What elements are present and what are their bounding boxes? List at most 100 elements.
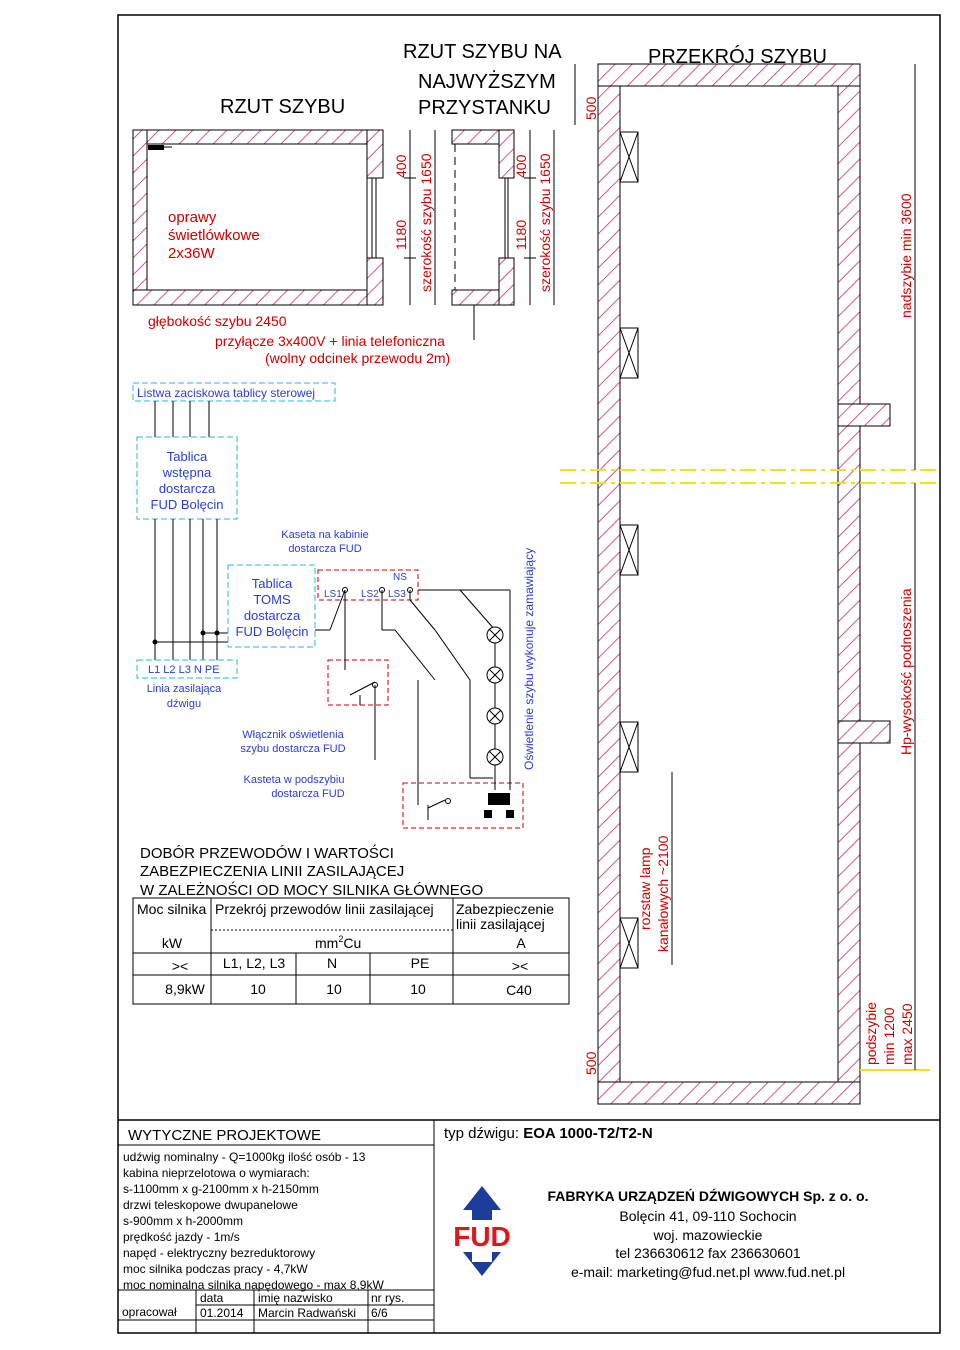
val-pe: 10 [410,981,426,997]
pit-box [402,782,524,829]
h-nr: nr rys. [371,1291,404,1305]
tablica-wstepna-4: FUD Bolęcin [151,497,224,512]
dim-rozstaw-2: kanałowych ~2100 [655,835,671,952]
plan-view-shaft: RZUT SZYBU oprawy świetlówkowe 2x36W głę… [132,96,450,366]
lamp-label-3: 2x36W [168,245,216,262]
wytyczne-line-2: s-1100mm x g-2100mm x h-2150mm [123,1182,319,1196]
v-imie: Marcin Radwański [258,1306,356,1320]
cable-table: DOBÓR PRZEWODÓW I WARTOŚCI ZABEZPIECZENI… [132,844,570,1005]
tablica-wstepna-2: wstępna [162,465,212,480]
arrows-2: >< [512,958,528,974]
dim-1180-right: 1180 [513,220,529,250]
dim-width-left: szerokość szybu 1650 [418,153,434,292]
section-lamps [619,131,639,969]
listwa-label: Listwa zaciskowa tablicy sterowej [137,386,315,400]
listwa-box [132,382,336,402]
light-switch-box [327,659,389,706]
kasteta-1: Kasteta w podszybiu [244,774,345,786]
lamp-label-2: świetlówkowe [168,227,260,244]
dim-500-bottom: 500 [583,1051,599,1075]
title-top-stop-3: PRZYSTANKU [418,97,551,119]
dim-podszybie-3: max 2450 [899,1003,915,1065]
phases-box [136,659,238,679]
wytyczne-line-5: prędkość jazdy - 1m/s [123,1230,240,1244]
ls1-label: LS1 [324,589,342,600]
linia-label-2: dźwigu [167,698,201,710]
dim-hp: Hp-wysokość podnoszenia [898,588,914,755]
dim-podszybie-2: min 1200 [881,1007,897,1065]
unit-kw: kW [162,935,183,951]
table-heading-1: DOBÓR PRZEWODÓW I WARTOŚCI [140,844,394,862]
dim-400-right: 400 [513,154,529,178]
arrows-1: >< [172,958,188,974]
val-zab: C40 [506,982,532,998]
dim-1180-left: 1180 [393,220,409,250]
supply-label-2: (wolny odcinek przewodu 2m) [265,350,450,366]
socket-icon [484,793,514,818]
company-name: FABRYKA URZĄDZEŃ DŹWIGOWYCH Sp. z o. o. [548,1188,869,1204]
wytyczne-line-7: moc silnika podczas pracy - 4,7kW [123,1262,308,1276]
wlacznik-2: szybu dostarcza FUD [240,743,345,755]
wlacznik-1: Włącznik oświetlenia [242,729,344,741]
toms-2: TOMS [253,592,291,607]
wiring-diagram: Listwa zaciskowa tablicy sterowej Tablic… [132,382,536,829]
title-block: WYTYCZNE PROJEKTOWE udźwig nominalny - Q… [117,1119,940,1334]
oswietlenie-label: Oświetlenie szybu wykonuje zamawiający [522,548,536,770]
shaft-section: PRZEKRÓJ SZYBU [560,45,940,1105]
wytyczne-line-4: s-900mm x h-2000mm [123,1214,243,1228]
h-imie: imię nazwisko [258,1291,333,1305]
tablica-wstepna-3: dostarcza [159,481,216,496]
h-data: data [200,1291,224,1305]
fud-logo: FUD [453,1186,511,1276]
title-section: PRZEKRÓJ SZYBU [648,45,827,68]
dim-nadszybie: nadszybie min 3600 [898,193,914,318]
col-moc: Moc silnika [137,901,206,917]
table-heading-2: ZABEZPIECZENIA LINII ZASILAJĄCEJ [140,863,404,880]
dim-rozstaw-1: rozstaw lamp [637,847,653,930]
sub-l: L1, L2, L3 [223,955,285,971]
col-przekroj: Przekrój przewodów linii zasilającej [215,901,434,917]
wytyczne-line-8: moc nominalna silnika napędowego - max 8… [123,1278,384,1292]
val-n: 10 [326,981,342,997]
supply-label-1: przyłącze 3x400V + linia telefoniczna [215,333,445,349]
phases-label: L1 L2 L3 N PE [148,664,220,676]
kaseta-box [317,569,419,601]
val-l: 10 [250,981,266,997]
col-zab-2: linii zasilającej [456,916,545,932]
wytyczne-line-6: napęd - elektryczny bezreduktorowy [123,1246,315,1260]
toms-3: dostarcza [244,608,301,623]
dim-400-left: 400 [393,154,409,178]
company-email: e-mail: marketing@fud.net.pl www.fud.net… [571,1264,845,1280]
title-top-stop-1: RZUT SZYBU NA [403,41,562,63]
dim-500-top: 500 [583,96,599,120]
ns-label: NS [393,572,407,583]
unit-mm: mm2Cu [315,934,361,951]
ls3-label: LS3 [388,589,406,600]
title-top-stop-2: NAJWYŻSZYM [418,70,556,93]
v-data: 01.2014 [200,1306,244,1320]
kaseta-label-1: Kaseta na kabinie [281,529,368,541]
toms-4: FUD Bolęcin [236,624,309,639]
company-addr-1: Bolęcin 41, 09-110 Sochocin [619,1208,796,1224]
depth-label: głębokość szybu 2450 [148,313,287,329]
kaseta-label-2: dostarcza FUD [288,543,361,555]
dim-width-right: szerokość szybu 1650 [537,153,553,292]
typ-dzwigu: typ dźwigu: EOA 1000-T2/T2-N [444,1125,653,1142]
opracowal: opracował [122,1305,177,1319]
ls2-label: LS2 [361,589,379,600]
logo-text: FUD [453,1221,511,1252]
wytyczne-title: WYTYCZNE PROJEKTOWE [128,1127,321,1144]
toms-1: Tablica [252,576,293,591]
lamp-symbol [148,145,164,150]
sub-n: N [327,955,337,971]
v-nr: 6/6 [371,1306,388,1320]
wytyczne-line-0: udźwig nominalny - Q=1000kg ilość osób -… [123,1150,366,1164]
tablica-wstepna-1: Tablica [167,449,208,464]
company-tel: tel 236630612 fax 236630601 [615,1245,800,1261]
val-moc: 8,9kW [165,981,205,997]
kasteta-2: dostarcza FUD [271,788,344,800]
wytyczne-line-1: kabina nieprzelotowa o wymiarach: [123,1166,310,1180]
pit-lamps [486,626,504,766]
sheet-frame [117,14,941,1334]
